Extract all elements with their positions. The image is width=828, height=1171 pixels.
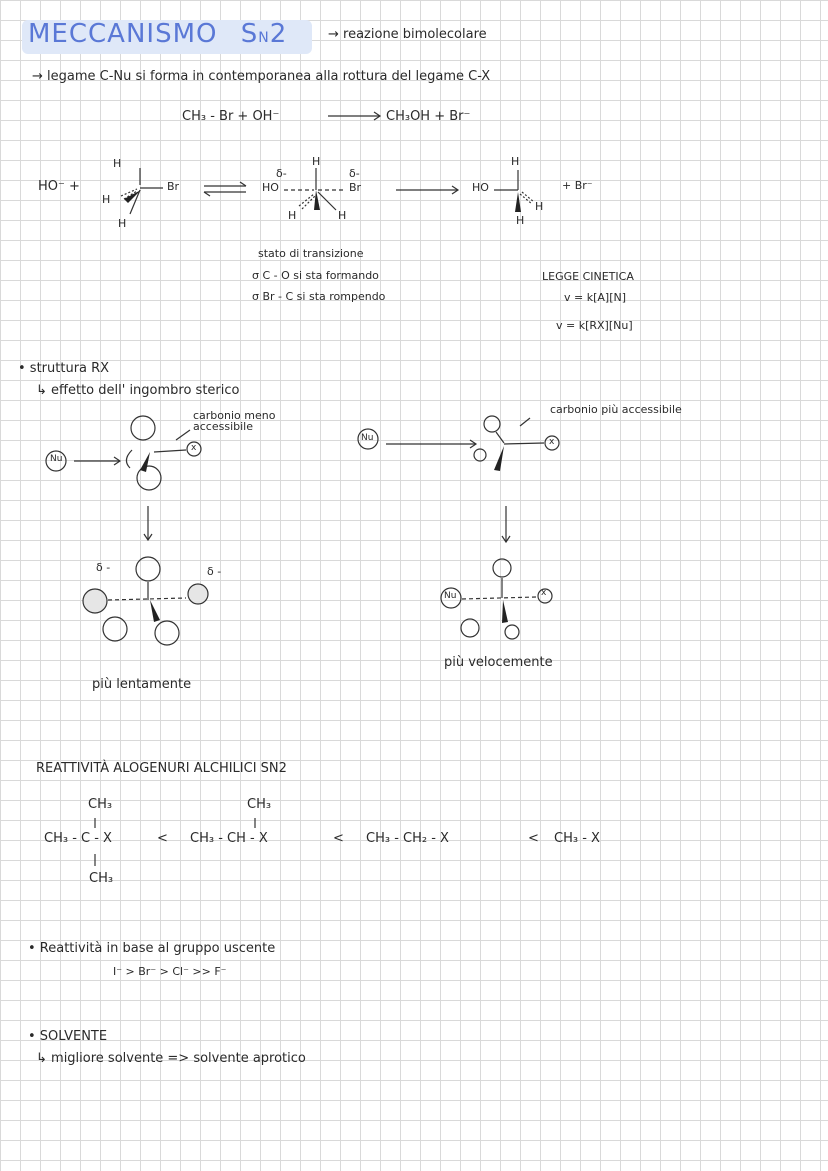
product-wedge [515,192,521,212]
methyl: CH₃ - X [554,831,600,846]
ts-wedge [314,190,320,210]
reactant-br: Br [167,180,180,193]
lt-2: < [333,831,344,846]
left-bottom-wedge [150,600,160,622]
steric-left-caption: più lentamente [92,677,192,692]
left-bottom-x-circle [187,583,209,605]
product-h-right: H [535,200,544,213]
right-top-sub-1 [483,415,501,433]
reaction-right: CH₃OH + Br⁻ [386,109,471,124]
steric-right-nu-top: Nu [361,433,374,443]
product-ho: HO [472,181,489,194]
reactant-hash [120,188,138,200]
lt-1: < [157,831,168,846]
product-h-bottom: H [516,214,525,227]
right-bottom-nu-circle [440,587,462,609]
reactivity-title: REATTIVITÀ ALOGENURI ALCHILICI SN2 [36,761,287,776]
ts-h-left: H [288,209,297,222]
left-top-nu-circle [45,450,67,472]
page-title: MECCANISMO SN2 [28,19,288,49]
structure-bullet: • struttura RX [18,361,110,376]
right-bottom-sub-top [492,558,512,578]
right-note-arrow [519,417,531,427]
ts-bond-right [317,191,337,211]
title-highlight [22,20,312,54]
right-nu-circle [357,428,379,450]
ts-delta-right: δ- [349,167,360,180]
left-bottom-nu-circle [82,588,108,614]
left-top-bond-x [153,449,187,453]
steric-left-nu-top: Nu [50,454,63,464]
tert-top: CH₃ [88,797,113,812]
right-bottom-wedge [502,600,508,623]
kinetics-title: LEGGE CINETICA [542,270,634,283]
steric-right-caption: più velocemente [444,655,553,670]
title-note: → reazione bimolecolare [328,27,487,42]
leaving-group-order: I⁻ > Br⁻ > Cl⁻ >> F⁻ [113,965,227,978]
ts-line2: σ Br - C si sta rompendo [252,290,386,303]
steric-right-x-bottom: x [541,588,547,598]
right-bottom-sub-left [460,618,480,638]
sec-top: CH₃ [247,797,272,812]
leaving-group-bullet: • Reattività in base al gruppo uscente [28,941,276,956]
reactant-h-bottom: H [118,217,127,230]
left-bottom-sub-right [154,620,180,646]
prim: CH₃ - CH₂ - X [366,831,449,846]
ts-label: stato di transizione [258,247,364,260]
ts-h-top: H [312,155,321,168]
tert-main: CH₃ - C - X [44,831,112,846]
intro-line: → legame C-Nu si forma in contemporanea … [32,69,491,84]
reaction-left: CH₃ - Br + OH⁻ [182,109,280,124]
ts-ho: HO [262,181,279,194]
product-hash [519,191,535,205]
structure-sub: ↳ effetto dell' ingombro sterico [36,383,240,398]
kinetics-eq2: v = k[RX][Nu] [556,319,633,332]
steric-left-note: carbonio meno accessibile [193,409,276,433]
right-top-wedge [494,446,504,471]
steric-right-nu-bottom: Nu [444,591,457,601]
steric-left-x-top: x [191,443,197,453]
left-top-x-circle [186,441,202,457]
left-top-sub-1 [130,415,156,441]
right-top-sub-2 [473,448,487,462]
left-top-sub-2 [136,465,162,491]
right-bottom-dash [461,596,537,600]
right-bottom-x-circle [537,588,553,604]
product-br: + Br⁻ [562,179,593,192]
left-note-arrow [175,429,191,441]
solvent-bullet: • SOLVENTE [28,1029,108,1044]
lt-3: < [528,831,539,846]
reactant-h-left: H [102,193,111,206]
steric-left-delta-left: δ - [96,561,111,574]
ts-delta-left: δ- [276,167,287,180]
steric-left-delta-right: δ - [207,565,222,578]
tert-bottom: CH₃ [89,871,114,886]
reactant-wedge [124,190,141,203]
left-top-arc [125,449,133,469]
kinetics-eq1: v = k[A][N] [564,291,627,304]
reactant-h-top: H [113,157,122,170]
sec-main: CH₃ - CH - X [190,831,268,846]
steric-right-note: carbonio più accessibile [550,403,682,416]
ts-h-right: H [338,209,347,222]
ts-hash [298,193,316,210]
right-bottom-sub-right [504,624,520,640]
left-bottom-dash [107,597,187,601]
left-top-wedge [140,452,150,472]
product-h-top: H [511,155,520,168]
nucleophile-label: HO⁻ + [38,179,80,194]
solvent-sub: ↳ migliore solvente => solvente aprotico [36,1051,306,1066]
reactant-bond-bottom [129,189,141,215]
right-top-bond-sub [495,431,505,444]
left-bottom-sub-top [135,556,161,582]
right-top-x-circle [544,435,560,451]
ts-line1: σ C - O si sta formando [252,269,379,282]
left-bottom-sub-left [102,616,128,642]
steric-right-x-top: x [549,437,555,447]
right-top-bond-x [503,442,545,445]
ts-br: Br [349,181,362,194]
